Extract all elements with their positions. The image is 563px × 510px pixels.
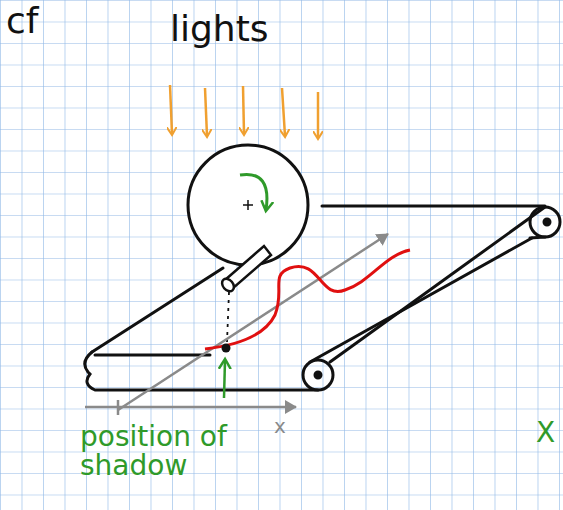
callout-label: position of shadow	[80, 422, 250, 481]
shadow-dot	[222, 344, 231, 353]
corner-note: cf	[6, 2, 38, 40]
axis-label: x	[274, 416, 286, 437]
rotation-arrow	[240, 174, 267, 210]
axis-label: X	[536, 418, 555, 447]
pointer-arrow	[224, 360, 225, 398]
title-note: lights	[170, 10, 269, 48]
conveyor-belt	[85, 206, 560, 390]
axis-tick	[117, 400, 120, 415]
x-axis	[85, 406, 296, 409]
rod	[220, 246, 271, 294]
shadow-trace	[205, 250, 410, 349]
belt-axis	[118, 234, 388, 410]
wheel	[188, 145, 308, 265]
projection-line	[227, 292, 229, 342]
light-rays	[170, 85, 318, 138]
